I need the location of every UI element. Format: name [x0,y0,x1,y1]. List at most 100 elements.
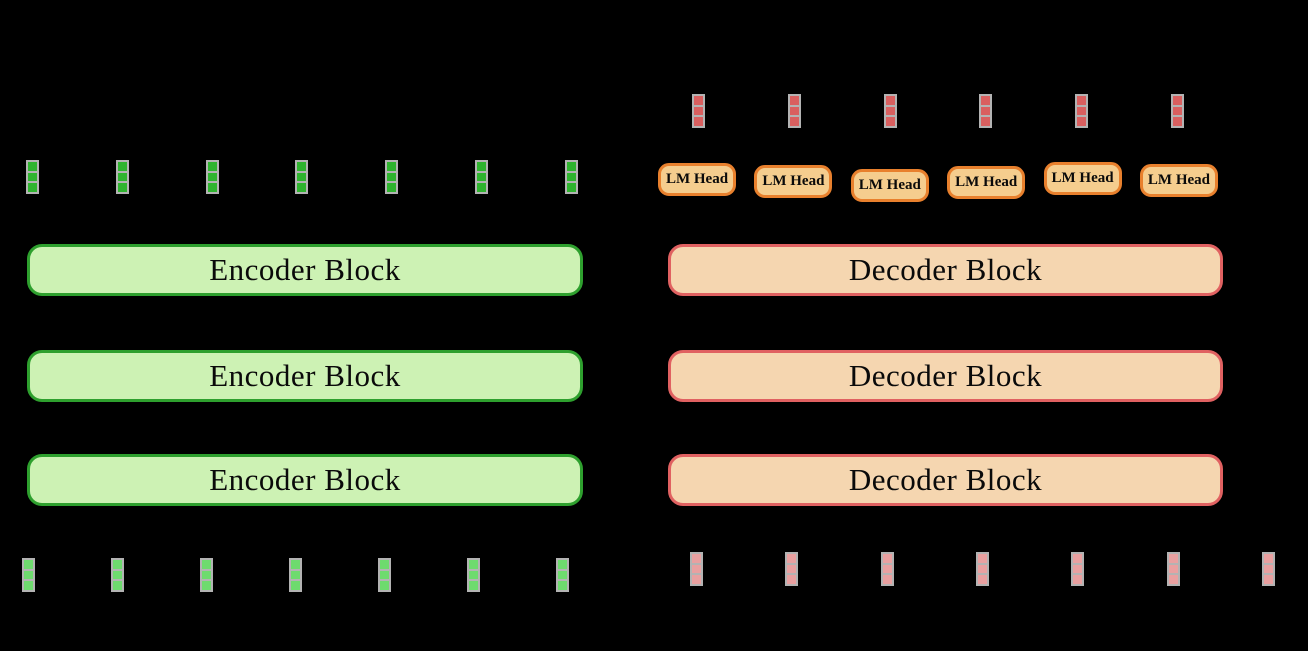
token-cell [24,570,33,579]
token-stack [975,552,989,586]
token-cell [787,564,797,573]
token-stack [556,558,569,592]
token-cell [1073,564,1083,573]
token-cell [692,575,701,584]
lm-head-box: LM Head [754,165,833,198]
token-cell [469,560,478,569]
token-cell [28,162,37,171]
token-cell [1172,106,1182,115]
token-cell [291,560,300,569]
token-cell [387,162,397,171]
token-stack [475,160,489,194]
token-cell [1263,575,1273,584]
token-stack [1166,552,1180,586]
token-cell [981,117,991,126]
token-stack [880,552,894,586]
token-stack [385,160,399,194]
lm-head-row: LM Head LM Head LM Head LM Head LM Head … [658,162,1218,202]
token-cell [1077,117,1087,126]
token-cell [113,581,122,590]
token-stack [1075,94,1089,128]
lm-head-box: LM Head [947,166,1026,199]
token-cell [977,554,987,563]
token-cell [977,564,987,573]
token-stack [1170,94,1184,128]
token-stack [979,94,993,128]
token-cell [882,564,892,573]
decoder-block-1: Decoder Block [668,244,1223,296]
encoder-block-1: Encoder Block [27,244,583,296]
decoder-input-embeddings-row [690,552,1275,586]
token-stack [1261,552,1275,586]
token-cell [380,570,389,579]
token-cell [297,183,307,192]
token-cell [1168,564,1178,573]
token-cell [566,172,576,181]
token-cell [113,570,122,579]
token-cell [387,183,397,192]
token-cell [387,172,397,181]
token-cell [28,172,37,181]
token-stack [378,558,391,592]
token-cell [202,560,211,569]
token-cell [291,570,300,579]
token-cell [117,183,127,192]
decoder-block-3: Decoder Block [668,454,1223,506]
token-cell [1263,554,1273,563]
token-cell [787,575,797,584]
token-cell [789,106,799,115]
token-cell [882,554,892,563]
token-cell [477,162,487,171]
token-stack [115,160,129,194]
token-cell [882,575,892,584]
encoder-block-3: Encoder Block [27,454,583,506]
token-stack [295,160,309,194]
lm-head-box: LM Head [658,163,736,196]
token-stack [1071,552,1085,586]
decoder-block-2: Decoder Block [668,350,1223,402]
token-cell [558,560,567,569]
token-cell [207,172,217,181]
token-cell [113,560,122,569]
token-cell [117,172,127,181]
token-cell [558,570,567,579]
token-cell [1168,554,1178,563]
token-cell [1073,575,1083,584]
token-stack [205,160,219,194]
token-cell [694,117,703,126]
token-cell [24,560,33,569]
token-cell [787,554,797,563]
token-cell [977,575,987,584]
encoder-block-2: Encoder Block [27,350,583,402]
token-cell [297,172,307,181]
token-cell [469,570,478,579]
token-cell [981,96,991,105]
decoder-output-tokens-row [692,94,1184,128]
token-cell [692,564,701,573]
token-cell [24,581,33,590]
token-cell [789,117,799,126]
token-stack [564,160,578,194]
encoder-input-embeddings-row [22,558,569,592]
token-stack [22,558,35,592]
lm-head-box: LM Head [1043,162,1122,195]
token-cell [981,106,991,115]
token-stack [787,94,801,128]
token-cell [885,106,895,115]
token-cell [1263,564,1273,573]
token-cell [380,581,389,590]
token-cell [566,162,576,171]
token-cell [694,96,703,105]
token-cell [566,183,576,192]
token-cell [885,117,895,126]
token-cell [1077,106,1087,115]
token-cell [202,581,211,590]
token-cell [297,162,307,171]
token-cell [692,554,701,563]
token-cell [694,106,703,115]
token-cell [1172,117,1182,126]
token-cell [380,560,389,569]
token-cell [469,581,478,590]
token-stack [289,558,302,592]
